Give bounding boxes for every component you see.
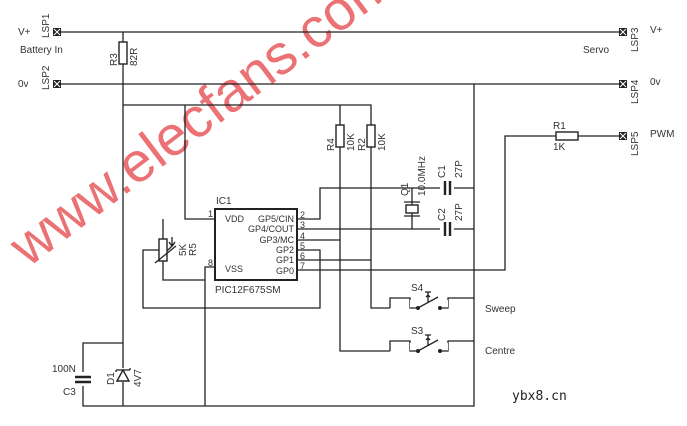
ic1-body [214,208,298,281]
r1-value: 1K [553,142,566,153]
terminal-lsp1[interactable] [53,28,61,36]
pin-4-name: GP3/MC [259,235,294,245]
crystal-q1 [404,201,420,217]
r5-value: 5K [178,243,189,256]
c2-value: 27P [454,203,465,221]
c1-value: 27P [454,160,465,178]
r1-ref: R1 [553,121,566,132]
pin-6-name: GP1 [276,255,294,265]
potentiometer-r5 [154,237,177,264]
pin-2-num: 2 [300,210,305,220]
s3-ref: S3 [411,326,424,337]
lsp1-label: V+ [18,27,31,38]
resistor-r3 [118,41,128,65]
servo-label: Servo [583,45,610,56]
capacitor-c3 [75,372,91,386]
watermark: www.elecfans.com [0,0,406,278]
s3-label: Centre [485,346,515,357]
lsp1-ref: LSP1 [41,13,52,38]
terminal-lsp3[interactable] [619,28,627,36]
s4-label: Sweep [485,304,516,315]
d1-ref: D1 [106,372,117,385]
lsp5-ref: LSP5 [630,131,641,156]
pin-7-num: 7 [300,261,305,271]
pin-5-name: GP2 [276,245,294,255]
pin-1-name: VDD [225,214,245,224]
pin-3-name: GP4/COUT [248,224,295,234]
lsp3-label: V+ [650,25,663,36]
pin-2-name: GP5/CIN [258,214,294,224]
resistor-r2 [366,124,376,148]
pin-3-num: 3 [300,220,305,230]
r2-value: 10K [377,133,388,151]
terminal-lsp2[interactable] [53,80,61,88]
r3-ref: R3 [109,53,120,66]
ic1-part: PIC12F675SM [215,285,281,296]
ic1-ref: IC1 [216,196,232,207]
r4-value: 10K [346,133,357,151]
r5-ref: R5 [188,243,199,256]
c2-ref: C2 [437,208,448,221]
switch-s3[interactable] [410,334,448,353]
lsp2-ref: LSP2 [41,65,52,90]
c1-ref: C1 [437,165,448,178]
lsp5-label: PWM [650,129,674,140]
q1-ref: Q1 [400,182,411,196]
q1-value: 10.0MHz [417,156,428,196]
terminal-lsp5[interactable] [619,132,627,140]
zener-diode-d1 [115,368,131,382]
switch-s4[interactable] [410,291,448,310]
pin-7-name: GP0 [276,266,294,276]
s4-ref: S4 [411,283,424,294]
capacitor-c1 [440,181,454,195]
lsp4-ref: LSP4 [630,79,641,104]
c3-value: 100N [52,364,76,375]
pin-8-name: VSS [225,264,243,274]
resistor-r4 [335,124,345,148]
r3-value: 82R [129,48,140,66]
pin-1-num: 1 [208,209,213,219]
site-mark: ybx8.cn [512,389,567,404]
terminal-lsp4[interactable] [619,80,627,88]
c3-ref: C3 [63,387,76,398]
r4-ref: R4 [326,138,337,151]
r2-ref: R2 [357,138,368,151]
pin-5-num: 5 [300,241,305,251]
lsp4-label: 0v [650,77,661,88]
wires [57,31,623,407]
lsp2-label: 0v [18,79,29,90]
battery-in-label: Battery In [20,45,63,56]
pin-6-num: 6 [300,251,305,261]
capacitor-c2 [440,222,454,236]
d1-value: 4V7 [133,369,144,387]
resistor-r1 [555,131,579,141]
pin-8-num: 8 [208,258,213,268]
pin-4-num: 4 [300,231,305,241]
lsp3-ref: LSP3 [630,27,641,52]
